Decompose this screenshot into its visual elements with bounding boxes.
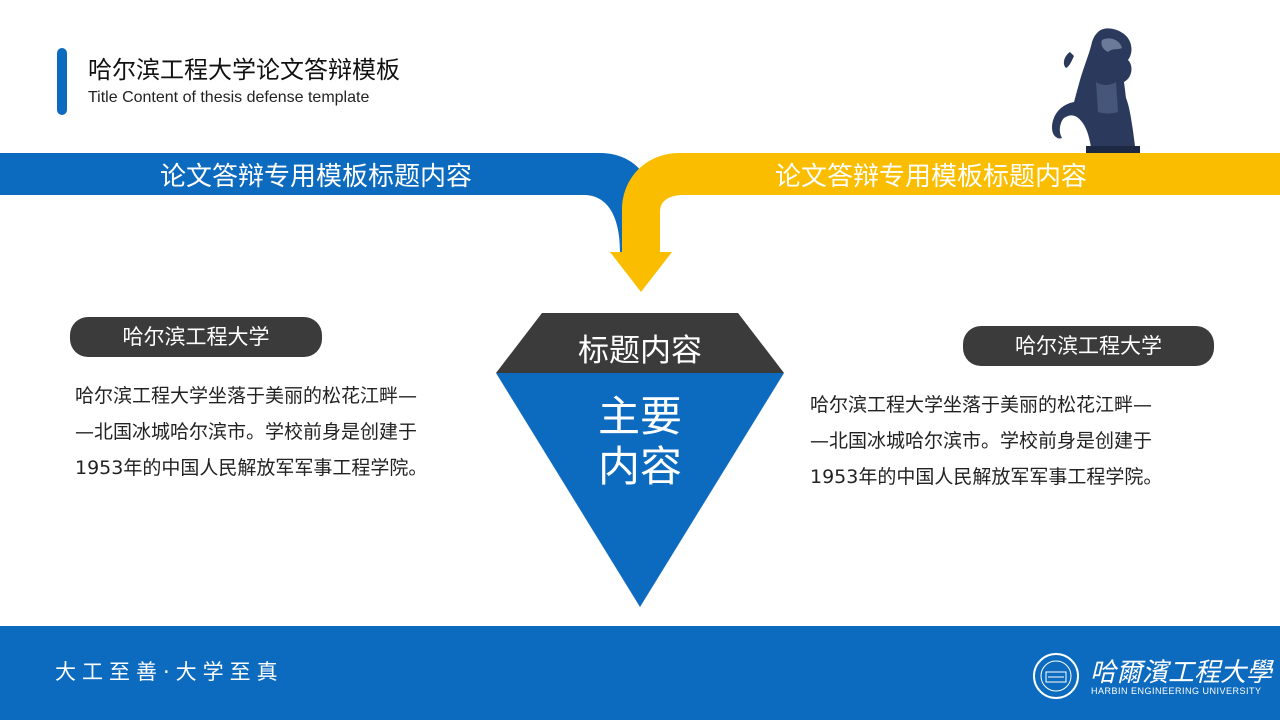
left-label-pill: 哈尔滨工程大学 [70, 317, 322, 357]
university-logo-text: 哈爾濱工程大學 [1090, 658, 1273, 688]
triangle-main-line-1: 主要 [597, 392, 682, 441]
page-title: 哈尔滨工程大学论文答辩模板 [88, 56, 400, 84]
right-paragraph: 哈尔滨工程大学坐落于美丽的松花江畔— —北国冰城哈尔滨市。学校前身是创建于 19… [810, 387, 1210, 495]
left-paragraph-line: 1953年的中国人民解放军军事工程学院。 [75, 457, 428, 479]
stone-lion-statue-icon [1052, 28, 1140, 154]
triangle-main [496, 373, 784, 607]
university-logo-english: HARBIN ENGINEERING UNIVERSITY [1091, 686, 1262, 696]
right-paragraph-line: 哈尔滨工程大学坐落于美丽的松花江畔— [810, 394, 1153, 416]
ribbon-right-label: 论文答辩专用模板标题内容 [775, 162, 1088, 192]
ribbon-right [610, 153, 1280, 292]
triangle-top-band [496, 313, 784, 373]
footer-bar [0, 626, 1280, 720]
title-accent-bar [57, 48, 67, 115]
right-paragraph-line: —北国冰城哈尔滨市。学校前身是创建于 [810, 430, 1153, 452]
right-label-pill: 哈尔滨工程大学 [963, 326, 1214, 366]
footer-motto: 大工至善·大学至真 [55, 660, 284, 684]
ribbon-left [0, 153, 652, 252]
university-seal-icon [1033, 653, 1079, 699]
left-paragraph: 哈尔滨工程大学坐落于美丽的松花江畔— —北国冰城哈尔滨市。学校前身是创建于 19… [75, 378, 475, 486]
left-paragraph-line: —北国冰城哈尔滨市。学校前身是创建于 [75, 421, 418, 443]
page-subtitle: Title Content of thesis defense template [88, 89, 370, 106]
triangle-main-text: 主要 内容 [540, 392, 740, 492]
right-paragraph-line: 1953年的中国人民解放军军事工程学院。 [810, 466, 1163, 488]
triangle-main-line-2: 内容 [597, 442, 682, 491]
triangle-title: 标题内容 [578, 333, 702, 369]
ribbon-left-label: 论文答辩专用模板标题内容 [160, 162, 473, 192]
left-paragraph-line: 哈尔滨工程大学坐落于美丽的松花江畔— [75, 385, 418, 407]
